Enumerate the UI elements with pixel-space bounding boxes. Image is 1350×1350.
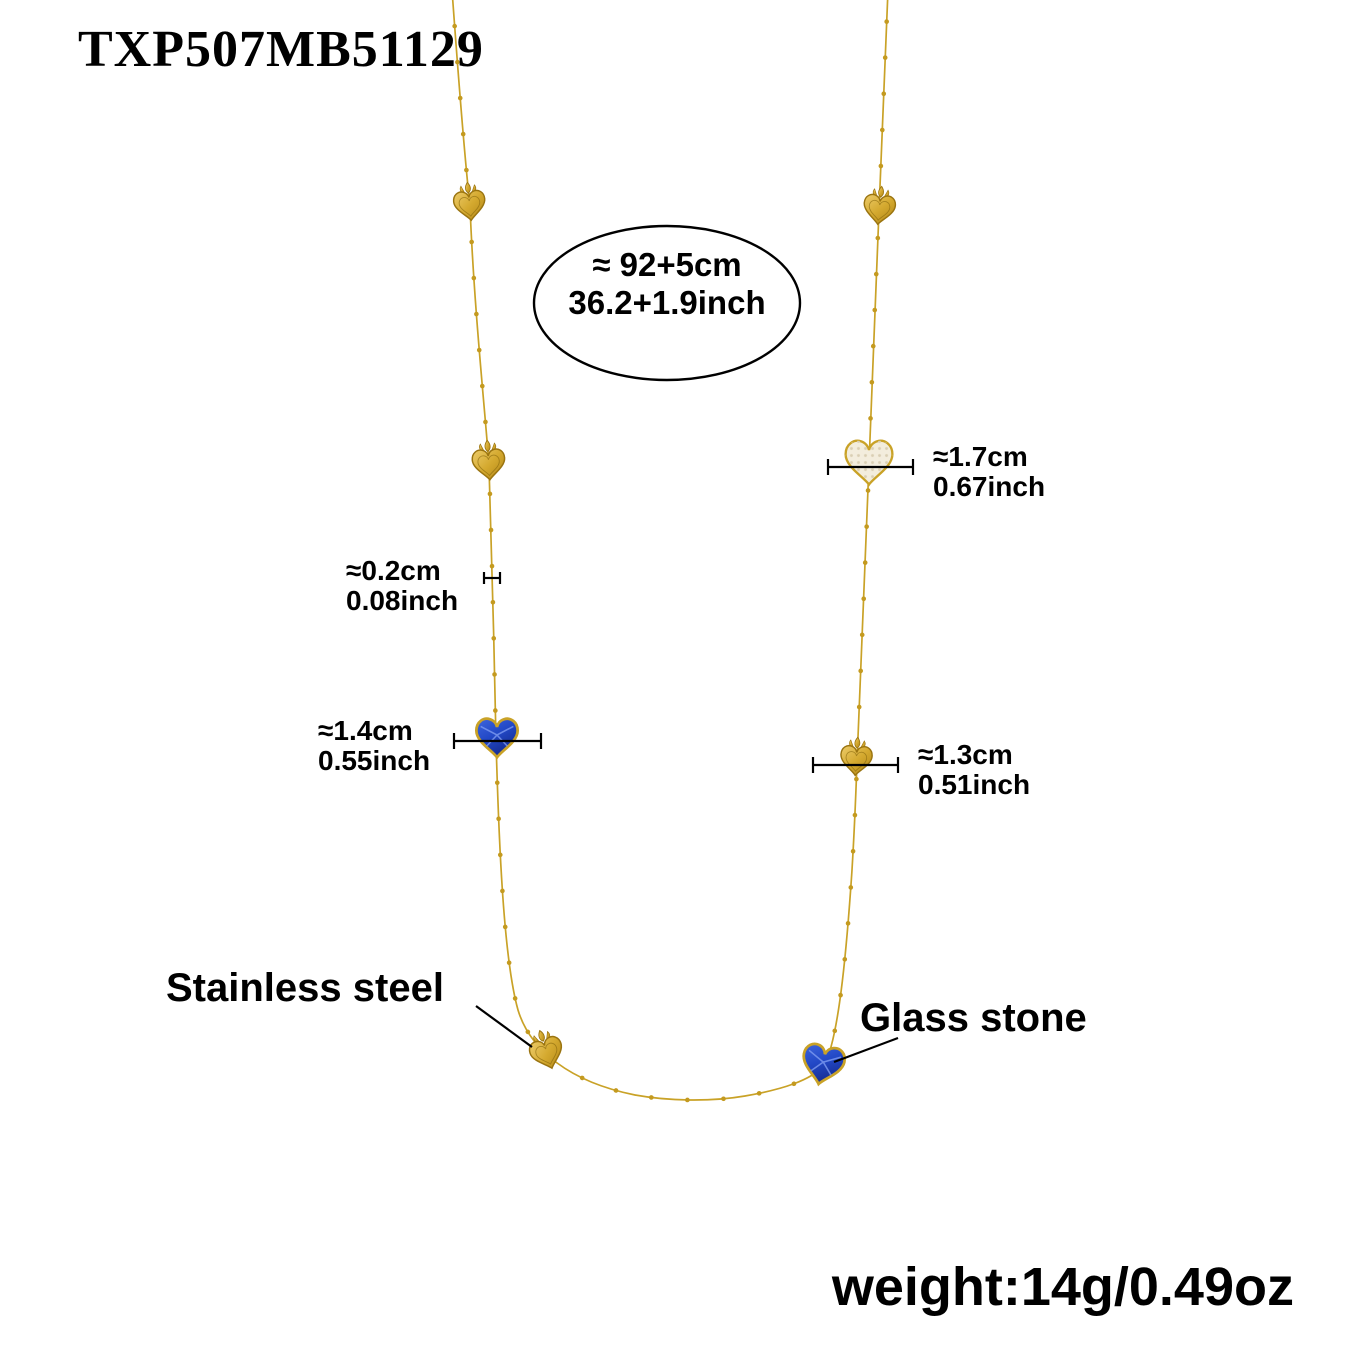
measurement-imperial: 0.55inch: [318, 745, 431, 776]
pointer-line-stainless-steel: [475, 1005, 533, 1048]
gold-heart-charm-icon: [862, 185, 897, 226]
measurement-metric: ≈1.4cm: [318, 715, 413, 746]
measurement-pave-heart: ≈1.7cm 0.67inch: [933, 442, 1045, 502]
length-metric: ≈ 92+5cm: [592, 246, 742, 283]
measurement-chain-bead: ≈0.2cm 0.08inch: [346, 556, 458, 616]
length-imperial: 36.2+1.9inch: [568, 284, 766, 321]
measurement-brackets: [452, 459, 915, 773]
bracket-chain-bead: [482, 572, 502, 584]
measurement-blue-heart: ≈1.4cm 0.55inch: [318, 716, 430, 776]
length-annotation: ≈ 92+5cm 36.2+1.9inch: [534, 246, 800, 322]
gold-heart-charm-icon: [452, 181, 487, 222]
blue-glass-heart-charm-icon: [798, 1042, 846, 1088]
measurement-metric: ≈1.7cm: [933, 441, 1028, 472]
blue-glass-heart-charm-icon: [476, 719, 517, 758]
measurement-imperial: 0.67inch: [933, 471, 1046, 502]
material-label-stainless-steel: Stainless steel: [166, 966, 444, 1010]
pointer-line-glass-stone: [833, 1036, 899, 1064]
gold-heart-charm-icon: [471, 439, 506, 481]
weight-label: weight:14g/0.49oz: [831, 1257, 1294, 1317]
pave-heart-charm-icon: [846, 441, 893, 485]
chain: [452, 0, 888, 1100]
material-label-glass-stone: Glass stone: [860, 996, 1087, 1040]
product-code: TXP507MB51129: [78, 21, 484, 78]
measurement-imperial: 0.51inch: [918, 769, 1031, 800]
length-oval: [532, 224, 802, 382]
measurement-imperial: 0.08inch: [346, 585, 459, 616]
measurement-gold-heart: ≈1.3cm 0.51inch: [918, 740, 1030, 800]
measurement-metric: ≈1.3cm: [918, 739, 1013, 770]
bracket-gold-heart: [811, 757, 900, 773]
gold-heart-charm-icon: [840, 736, 874, 776]
measurement-metric: ≈0.2cm: [346, 555, 441, 586]
bracket-blue-heart: [452, 733, 543, 749]
pointer-lines: [475, 1005, 899, 1064]
bracket-pave-heart: [826, 459, 915, 475]
